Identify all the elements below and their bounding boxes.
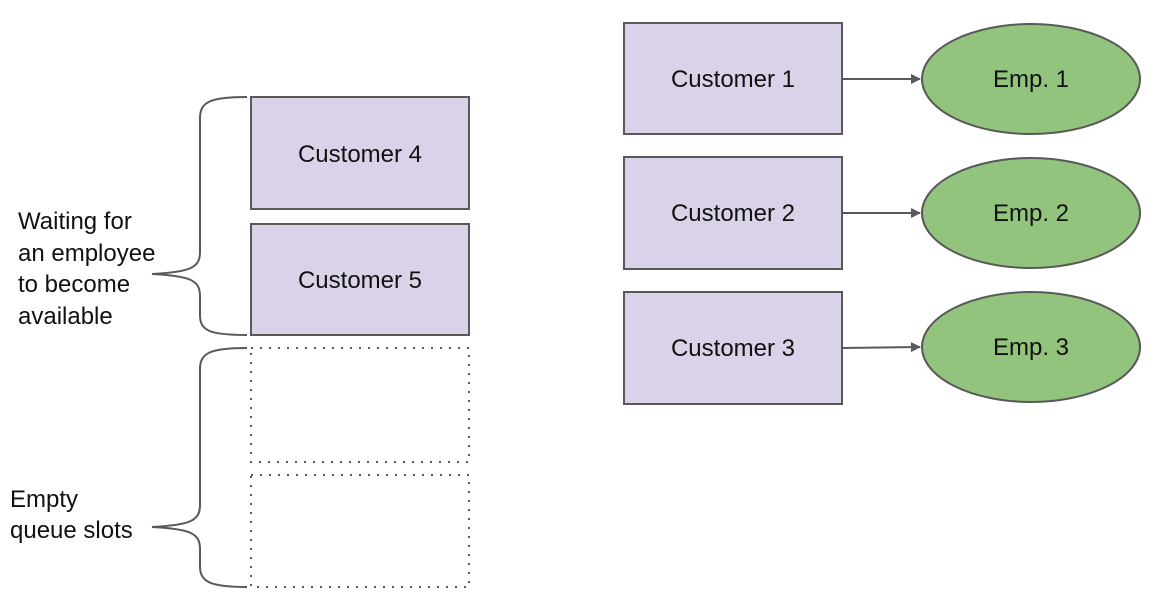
employee-2-label: Emp. 2 [993,200,1069,227]
employee-2: Emp. 2 [921,157,1141,269]
waiting-brace [151,96,248,336]
waiting-label-line: Waiting for [18,208,132,235]
served-customer-2-box [623,156,843,270]
served-customer-2: Customer 2 [623,156,843,270]
served-customer-3-box [623,291,843,405]
queue-customer-5-box [250,223,470,336]
waiting-label-line: available [18,303,113,330]
employee-3: Emp. 3 [921,291,1141,403]
empty-queue-slot [250,474,470,588]
served-customer-1-box [623,22,843,135]
served-customer-1: Customer 1 [623,22,843,135]
served-customer-3: Customer 3 [623,291,843,405]
empty-slots-label-line: queue slots [10,517,133,544]
waiting-label-line: to become [18,271,130,298]
queue-customer-5: Customer 5 [250,223,470,336]
employee-2-ellipse [921,157,1141,269]
arrow-customer-3-to-emp-3 [841,342,921,353]
served-customer-1-label: Customer 1 [671,66,795,93]
served-customer-3-label: Customer 3 [671,335,795,362]
empty-slots-label: Empty queue slots [10,486,133,544]
waiting-label: Waiting for an employee to become availa… [18,208,162,330]
employee-1-label: Emp. 1 [993,66,1069,93]
empty-slots-label-line: Empty [10,486,78,513]
employee-3-label: Emp. 3 [993,334,1069,361]
queue-customer-4-label: Customer 4 [298,141,422,168]
waiting-label-line: an employee [18,240,155,267]
empty-queue-slot [250,347,470,463]
served-customer-2-label: Customer 2 [671,200,795,227]
empty-slots-brace [151,347,248,588]
employee-1-ellipse [921,23,1141,135]
queue-customer-4: Customer 4 [250,96,470,210]
queue-customer-4-box [250,96,470,210]
employee-3-ellipse [921,291,1141,403]
employee-1: Emp. 1 [921,23,1141,135]
queue-customer-5-label: Customer 5 [298,267,422,294]
